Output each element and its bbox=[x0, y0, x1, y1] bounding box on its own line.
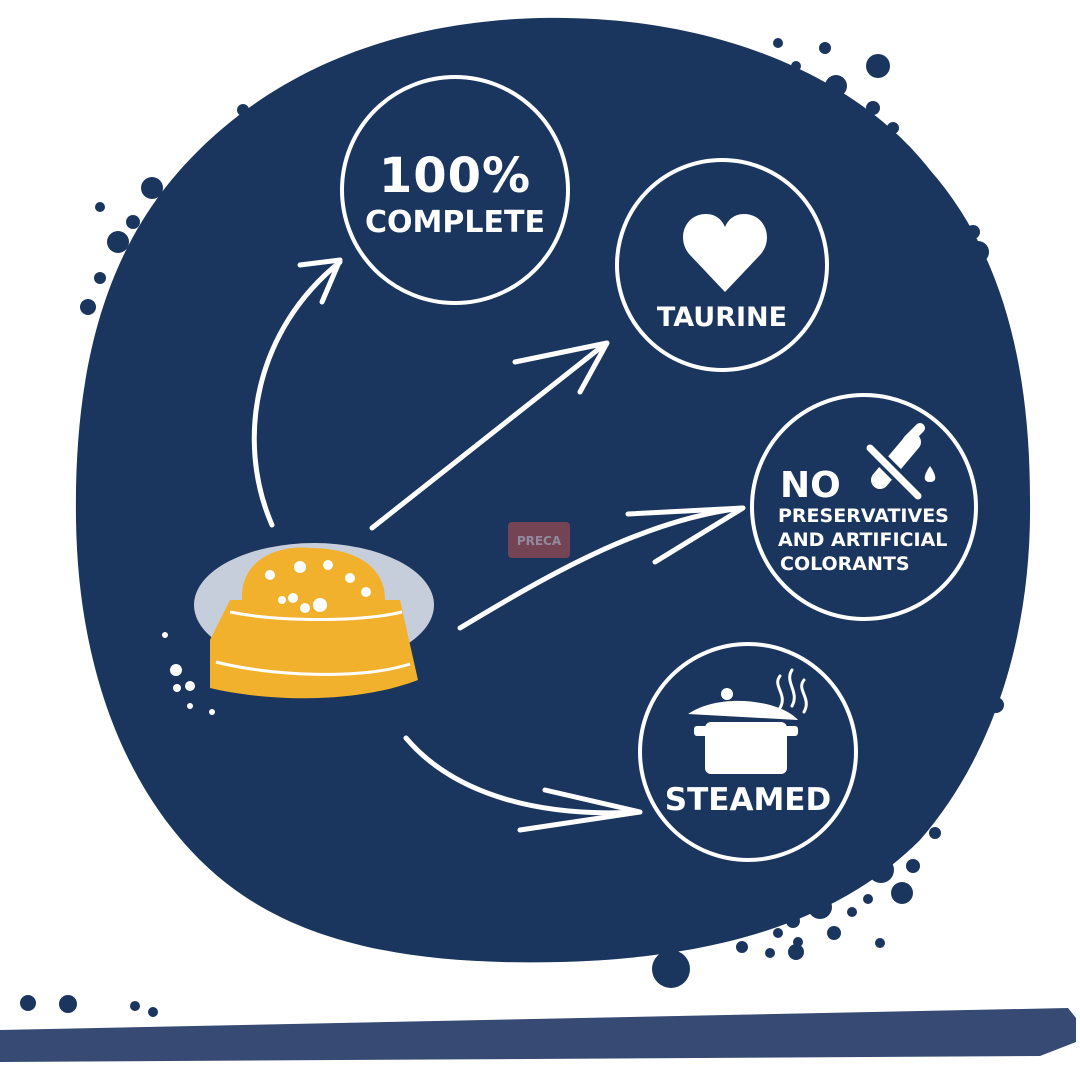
badge-preservatives-circle bbox=[750, 393, 978, 621]
svg-text:PRECA: PRECA bbox=[517, 534, 562, 548]
badge-steamed-circle bbox=[638, 642, 858, 862]
preservatives-line3-text: AND ARTIFICIAL bbox=[778, 529, 948, 551]
badge-taurine-circle bbox=[615, 158, 829, 372]
arrows bbox=[251, 257, 746, 833]
crossed-test-tube-icon bbox=[861, 423, 936, 503]
steamed-label-text: STEAMED bbox=[664, 782, 832, 818]
arrow-to-taurine bbox=[369, 341, 608, 531]
splatter-dots bbox=[20, 38, 1009, 1017]
arrow-to-steamed bbox=[403, 735, 641, 816]
preservatives-line2-text: PRESERVATIVES bbox=[778, 505, 949, 527]
complete-label-text: COMPLETE bbox=[365, 205, 545, 240]
badge-circles bbox=[340, 75, 978, 862]
taurine-label-text: TAURINE bbox=[656, 302, 788, 333]
steaming-pot-icon bbox=[688, 668, 808, 774]
food-bowl-icon bbox=[162, 543, 434, 715]
arrow-to-complete bbox=[251, 259, 343, 528]
complete-percent-text: 100% bbox=[378, 148, 532, 204]
badge-complete-circle bbox=[340, 75, 570, 305]
arrow-to-preservatives bbox=[457, 505, 745, 631]
preservatives-line4-text: COLORANTS bbox=[780, 553, 910, 575]
heart-icon bbox=[683, 214, 767, 292]
bottom-stripe bbox=[0, 1008, 1076, 1062]
preservatives-no-text: NO bbox=[780, 465, 841, 506]
watermark-logo: PRECA bbox=[508, 522, 570, 558]
